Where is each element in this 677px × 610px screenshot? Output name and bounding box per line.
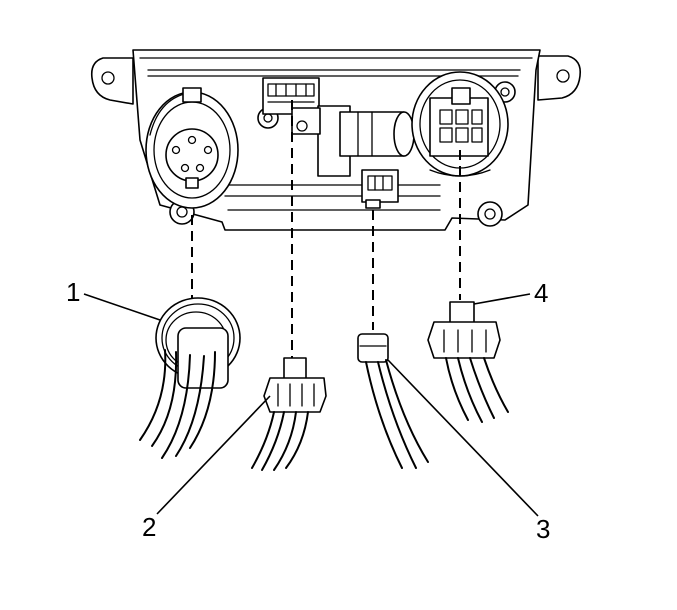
connector-1 (139, 297, 241, 459)
callout-1: 1 (66, 277, 80, 307)
callout-4: 4 (534, 278, 548, 308)
alignment-lines (191, 100, 461, 358)
connector-2 (251, 357, 327, 471)
leader-lines (83, 293, 539, 517)
connector-3 (357, 333, 429, 469)
connector-4 (427, 301, 509, 423)
control-housing (90, 49, 582, 231)
callout-2: 2 (142, 512, 156, 542)
callout-3: 3 (536, 514, 550, 544)
